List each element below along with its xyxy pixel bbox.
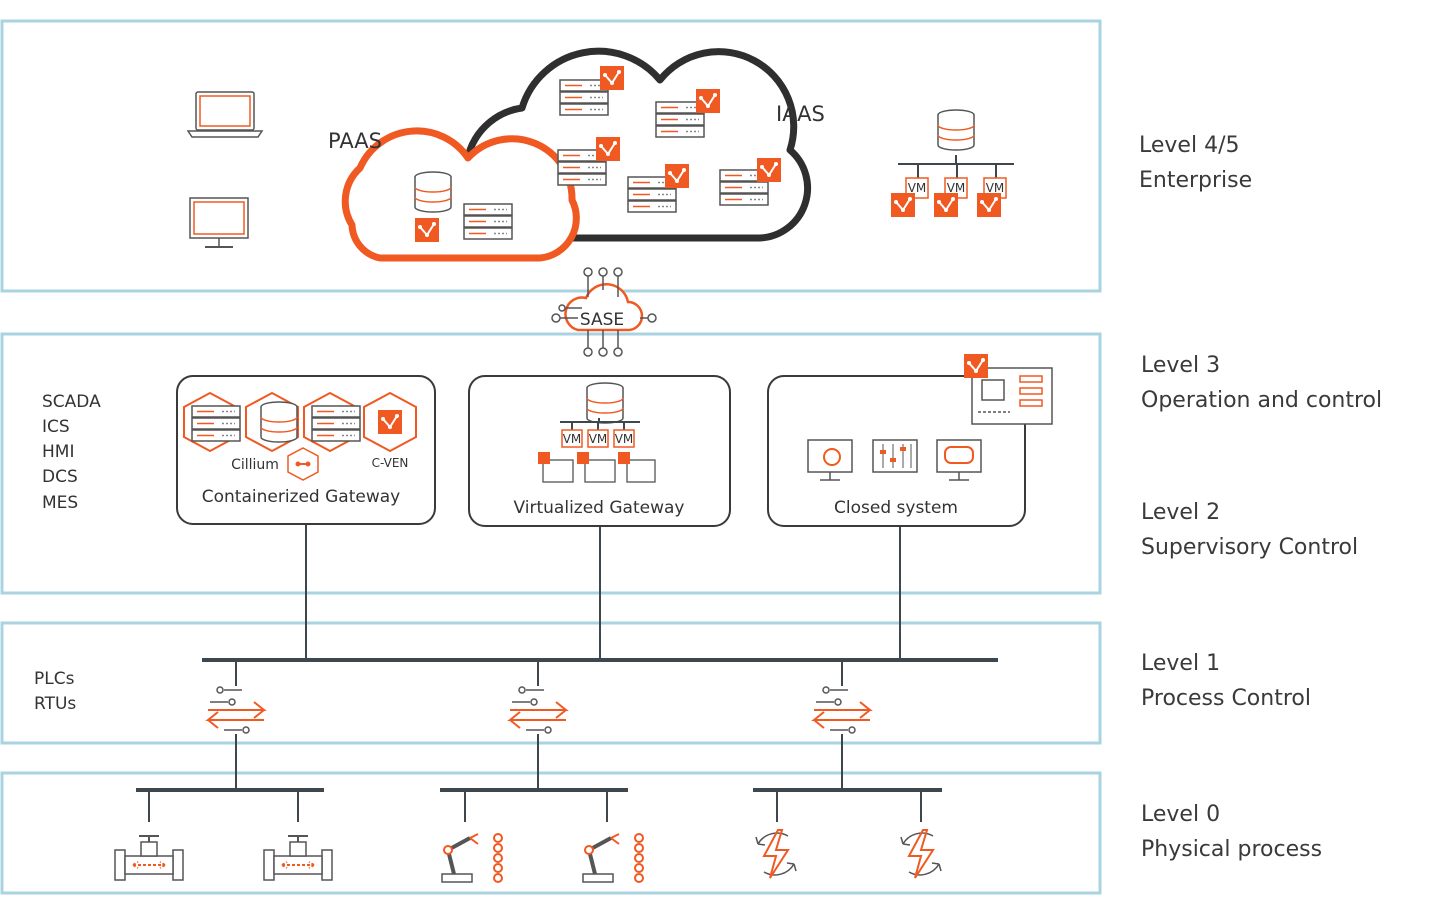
sase-label: SASE	[580, 310, 624, 330]
level-1-name: Process Control	[1141, 686, 1311, 711]
vm-label: VM	[908, 181, 927, 195]
server-icon	[311, 405, 361, 442]
level-4-5-name: Enterprise	[1139, 168, 1252, 193]
enterprise-band	[0, 19, 1102, 293]
vm-label: VM	[986, 181, 1005, 195]
vm-label: VM	[947, 181, 966, 195]
mixer-panel-icon	[872, 439, 918, 473]
iaas-label: IAAS	[776, 102, 825, 126]
robot-arm-icon	[581, 832, 645, 884]
network-switch-icon	[207, 686, 265, 734]
server-icon	[463, 203, 513, 240]
server-icon	[191, 405, 241, 442]
vm-label: VM	[615, 432, 634, 446]
database-icon	[414, 171, 452, 213]
power-cycle-icon	[900, 829, 942, 879]
system-dcs: DCS	[42, 467, 78, 487]
edge-node-badge-icon	[599, 65, 625, 91]
c-ven-label: C-VEN	[372, 456, 409, 470]
edge-node-badge-icon	[695, 88, 721, 114]
virtualized-gateway-card	[468, 375, 731, 527]
closed-system-title: Closed system	[834, 498, 958, 518]
paas-label: PAAS	[328, 129, 382, 153]
vm-label: VM	[563, 432, 582, 446]
magnifier-icon	[823, 448, 841, 466]
system-hmi: HMI	[42, 442, 74, 462]
power-cycle-icon	[755, 829, 797, 879]
edge-node-badge-icon	[664, 163, 690, 189]
database-icon	[586, 382, 624, 424]
c-ven-badge-icon	[377, 409, 403, 435]
robot-arm-icon	[440, 832, 504, 884]
system-ics: ICS	[42, 417, 70, 437]
edge-node-badge-icon	[963, 353, 989, 379]
process-control-band	[0, 621, 1102, 745]
level-0-label: Level 0	[1141, 802, 1220, 827]
level-2-label: Level 2	[1141, 500, 1220, 525]
level-1-label: Level 1	[1141, 651, 1220, 676]
virtualized-gateway-title: Virtualized Gateway	[514, 498, 685, 518]
valve-icon	[263, 835, 333, 881]
valve-icon	[114, 835, 184, 881]
vm-icons	[561, 429, 635, 448]
cillium-icon	[287, 447, 319, 481]
vm-cluster: VM VM VM	[890, 109, 1014, 218]
operations-band	[0, 332, 1102, 595]
cillium-label: Cillium	[231, 457, 279, 473]
containerized-gateway-title: Containerized Gateway	[202, 487, 400, 507]
edge-node-badge-icon	[595, 136, 621, 162]
field-device-rtus: RTUs	[34, 694, 76, 714]
sase-cloud-icon	[551, 267, 657, 357]
vm-label: VM	[589, 432, 608, 446]
database-icon	[260, 401, 298, 443]
desktop-monitor-icon	[189, 197, 249, 248]
level-2-name: Supervisory Control	[1141, 535, 1358, 560]
field-device-plcs: PLCs	[34, 669, 75, 689]
system-scada: SCADA	[42, 392, 101, 412]
network-switch-icon	[509, 686, 567, 734]
edge-node-badge-icon	[756, 157, 782, 183]
laptop-icon	[186, 91, 264, 138]
physical-process-band	[0, 771, 1102, 895]
network-switch-icon	[813, 686, 871, 734]
paas-cloud-icon	[341, 127, 580, 262]
app-icons	[538, 452, 656, 483]
level-3-name: Operation and control	[1141, 388, 1382, 413]
system-mes: MES	[42, 493, 78, 513]
level-3-label: Level 3	[1141, 353, 1220, 378]
level-0-name: Physical process	[1141, 837, 1322, 862]
level-4-5-label: Level 4/5	[1139, 133, 1239, 158]
edge-node-badge-icon	[414, 217, 440, 243]
